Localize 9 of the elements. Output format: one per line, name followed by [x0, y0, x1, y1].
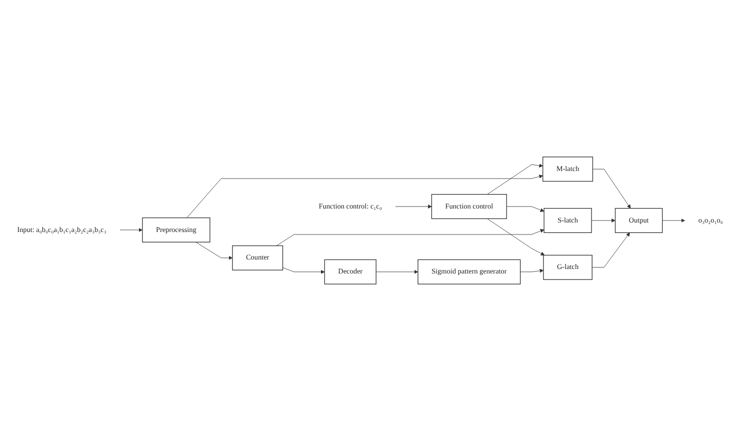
- node-box: [324, 259, 376, 284]
- node-box: [544, 208, 592, 233]
- node-box: [543, 254, 592, 280]
- node-box: [418, 259, 521, 284]
- node-box: [142, 217, 210, 242]
- node-box: [614, 208, 663, 233]
- node-box: [542, 156, 594, 182]
- node-box: [431, 194, 507, 220]
- node-box: [232, 245, 284, 270]
